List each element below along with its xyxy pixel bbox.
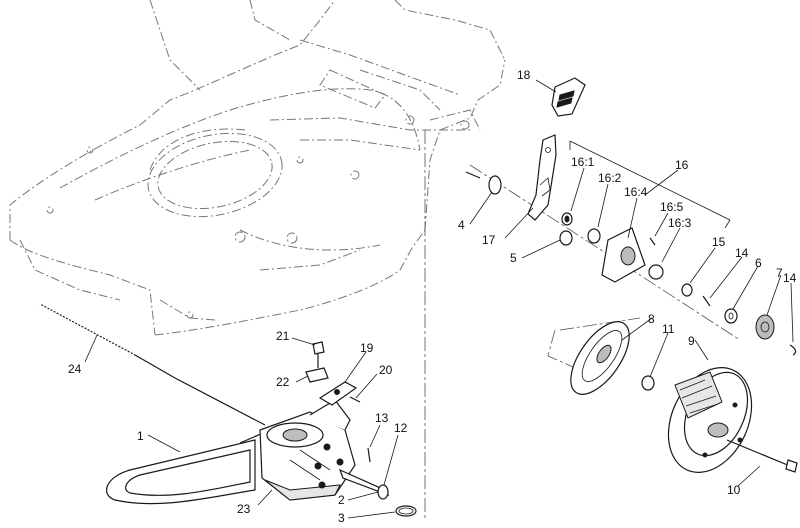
washer-15 — [681, 283, 693, 297]
bearing-11 — [641, 375, 655, 391]
group-16-bracket — [569, 140, 731, 229]
callout-9: 9 — [688, 334, 695, 348]
callout-11: 11 — [662, 322, 675, 336]
cable-24 — [39, 302, 176, 379]
clip-14a — [702, 295, 711, 307]
callout-2: 2 — [338, 493, 345, 507]
spacer-4 — [465, 171, 502, 195]
mower-deck-phantom — [9, 0, 506, 336]
callout-23: 23 — [237, 502, 251, 516]
screw-16-5 — [649, 237, 656, 246]
bolt-10 — [726, 439, 798, 473]
bushing-5 — [559, 230, 573, 246]
bushing-16-2 — [587, 228, 601, 244]
callout-17: 17 — [482, 233, 496, 247]
leader-lines — [84, 79, 794, 519]
callout-22: 22 — [276, 375, 290, 389]
callout-7: 7 — [776, 266, 783, 280]
bushing-16-1 — [561, 212, 573, 226]
callout-8: 8 — [648, 312, 655, 326]
gear-7 — [755, 314, 775, 340]
retaining-ring-3 — [395, 505, 417, 517]
callout-5: 5 — [510, 251, 517, 265]
callout-16-4: 16:4 — [624, 185, 648, 199]
callout-14b: 14 — [783, 271, 797, 285]
transmission-23 — [259, 399, 390, 501]
callout-6: 6 — [755, 256, 762, 270]
callout-12: 12 — [394, 421, 408, 435]
drive-cable-1 — [105, 377, 271, 505]
washer-6 — [724, 308, 738, 324]
callout-3: 3 — [338, 511, 345, 525]
callout-14a: 14 — [735, 246, 749, 260]
clip-14b — [789, 344, 797, 356]
callout-21: 21 — [276, 329, 290, 343]
callout-20: 20 — [379, 363, 393, 377]
bolt-21 — [312, 341, 325, 368]
shift-arm-19 — [318, 381, 361, 406]
center-lines — [424, 130, 741, 520]
callout-18: 18 — [517, 68, 531, 82]
callout-16-1: 16:1 — [571, 155, 595, 169]
handle-knob-18 — [551, 77, 586, 117]
wheel-9 — [667, 367, 753, 473]
callout-4: 4 — [458, 218, 465, 232]
callout-16-3: 16:3 — [668, 216, 692, 230]
washer-22 — [305, 367, 329, 383]
bracket-16-4 — [601, 227, 646, 283]
callout-16: 16 — [675, 158, 689, 172]
callout-24: 24 — [68, 362, 82, 376]
callout-labels: 1 2 3 4 5 6 7 8 9 10 11 12 13 14 14 15 1… — [68, 68, 797, 525]
pin-13 — [367, 447, 371, 463]
callout-16-2: 16:2 — [598, 171, 622, 185]
lever-17 — [527, 134, 557, 221]
callout-1: 1 — [137, 429, 144, 443]
wheel-cover-8 — [570, 321, 630, 395]
callout-19: 19 — [360, 341, 374, 355]
bushing-16-3 — [648, 264, 664, 280]
callout-10: 10 — [727, 483, 741, 497]
bearing-2 — [377, 484, 389, 500]
callout-16-5: 16:5 — [660, 200, 684, 214]
callout-13: 13 — [375, 411, 389, 425]
callout-15: 15 — [712, 235, 726, 249]
